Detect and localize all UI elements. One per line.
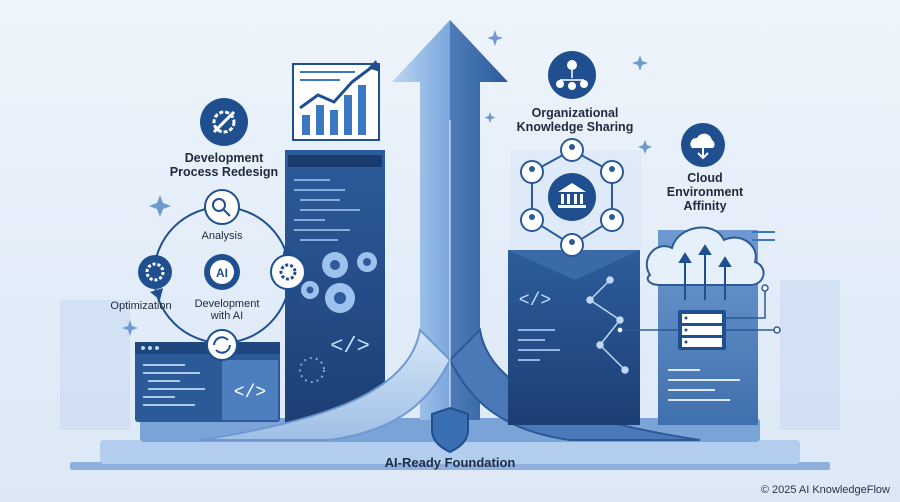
label-development-with-ai: Development with AI — [192, 298, 262, 322]
label-text: Organizational Knowledge Sharing — [516, 106, 634, 134]
label-organizational-knowledge-sharing: Organizational Knowledge Sharing — [505, 106, 645, 135]
code-symbol: </> — [519, 291, 551, 311]
copyright-text: © 2025 AI KnowledgeFlow — [760, 484, 890, 496]
code-tower-left: </> — [285, 150, 385, 425]
org-chart-icon — [548, 51, 596, 99]
label-text: AI-Ready Foundation — [384, 455, 516, 470]
code-symbol: </> — [234, 383, 266, 403]
process-cycle: AI — [138, 189, 306, 361]
cloud-download-icon — [681, 123, 725, 167]
settings-icon — [270, 254, 306, 290]
gear-wrench-icon — [200, 98, 248, 146]
label-development-process-redesign: Development Process Redesign — [160, 151, 288, 180]
label-text: Analysis — [201, 230, 243, 242]
gear-icon — [138, 255, 172, 289]
label-text: Cloud Environment Affinity — [666, 171, 744, 213]
shield-icon — [431, 406, 469, 454]
label-optimization: Optimization — [100, 300, 182, 312]
cloud-server-tower — [616, 226, 781, 425]
magnifier-chart-icon — [204, 189, 240, 225]
label-text: Development Process Redesign — [169, 151, 279, 179]
sparkle-decorations — [122, 30, 652, 336]
server-icon — [678, 310, 726, 350]
background-blocks — [60, 280, 840, 430]
trend-chart-icon — [292, 60, 380, 141]
ai-gear-icon: AI — [204, 254, 240, 290]
bank-icon — [548, 173, 596, 221]
refresh-icon — [206, 329, 238, 361]
label-cloud-environment-affinity: Cloud Environment Affinity — [650, 171, 760, 213]
label-text: Development with AI — [194, 298, 260, 323]
label-text: Optimization — [110, 300, 172, 312]
network-panel: </> — [508, 138, 642, 425]
tower-gears — [301, 252, 377, 313]
label-ai-ready-foundation: AI-Ready Foundation — [355, 455, 545, 470]
left-code-window: </> — [135, 342, 280, 422]
copyright-notice: © 2025 AI KnowledgeFlow — [761, 484, 890, 496]
label-analysis: Analysis — [192, 230, 252, 242]
svg-text:AI: AI — [216, 266, 228, 280]
code-symbol: </> — [330, 334, 370, 359]
